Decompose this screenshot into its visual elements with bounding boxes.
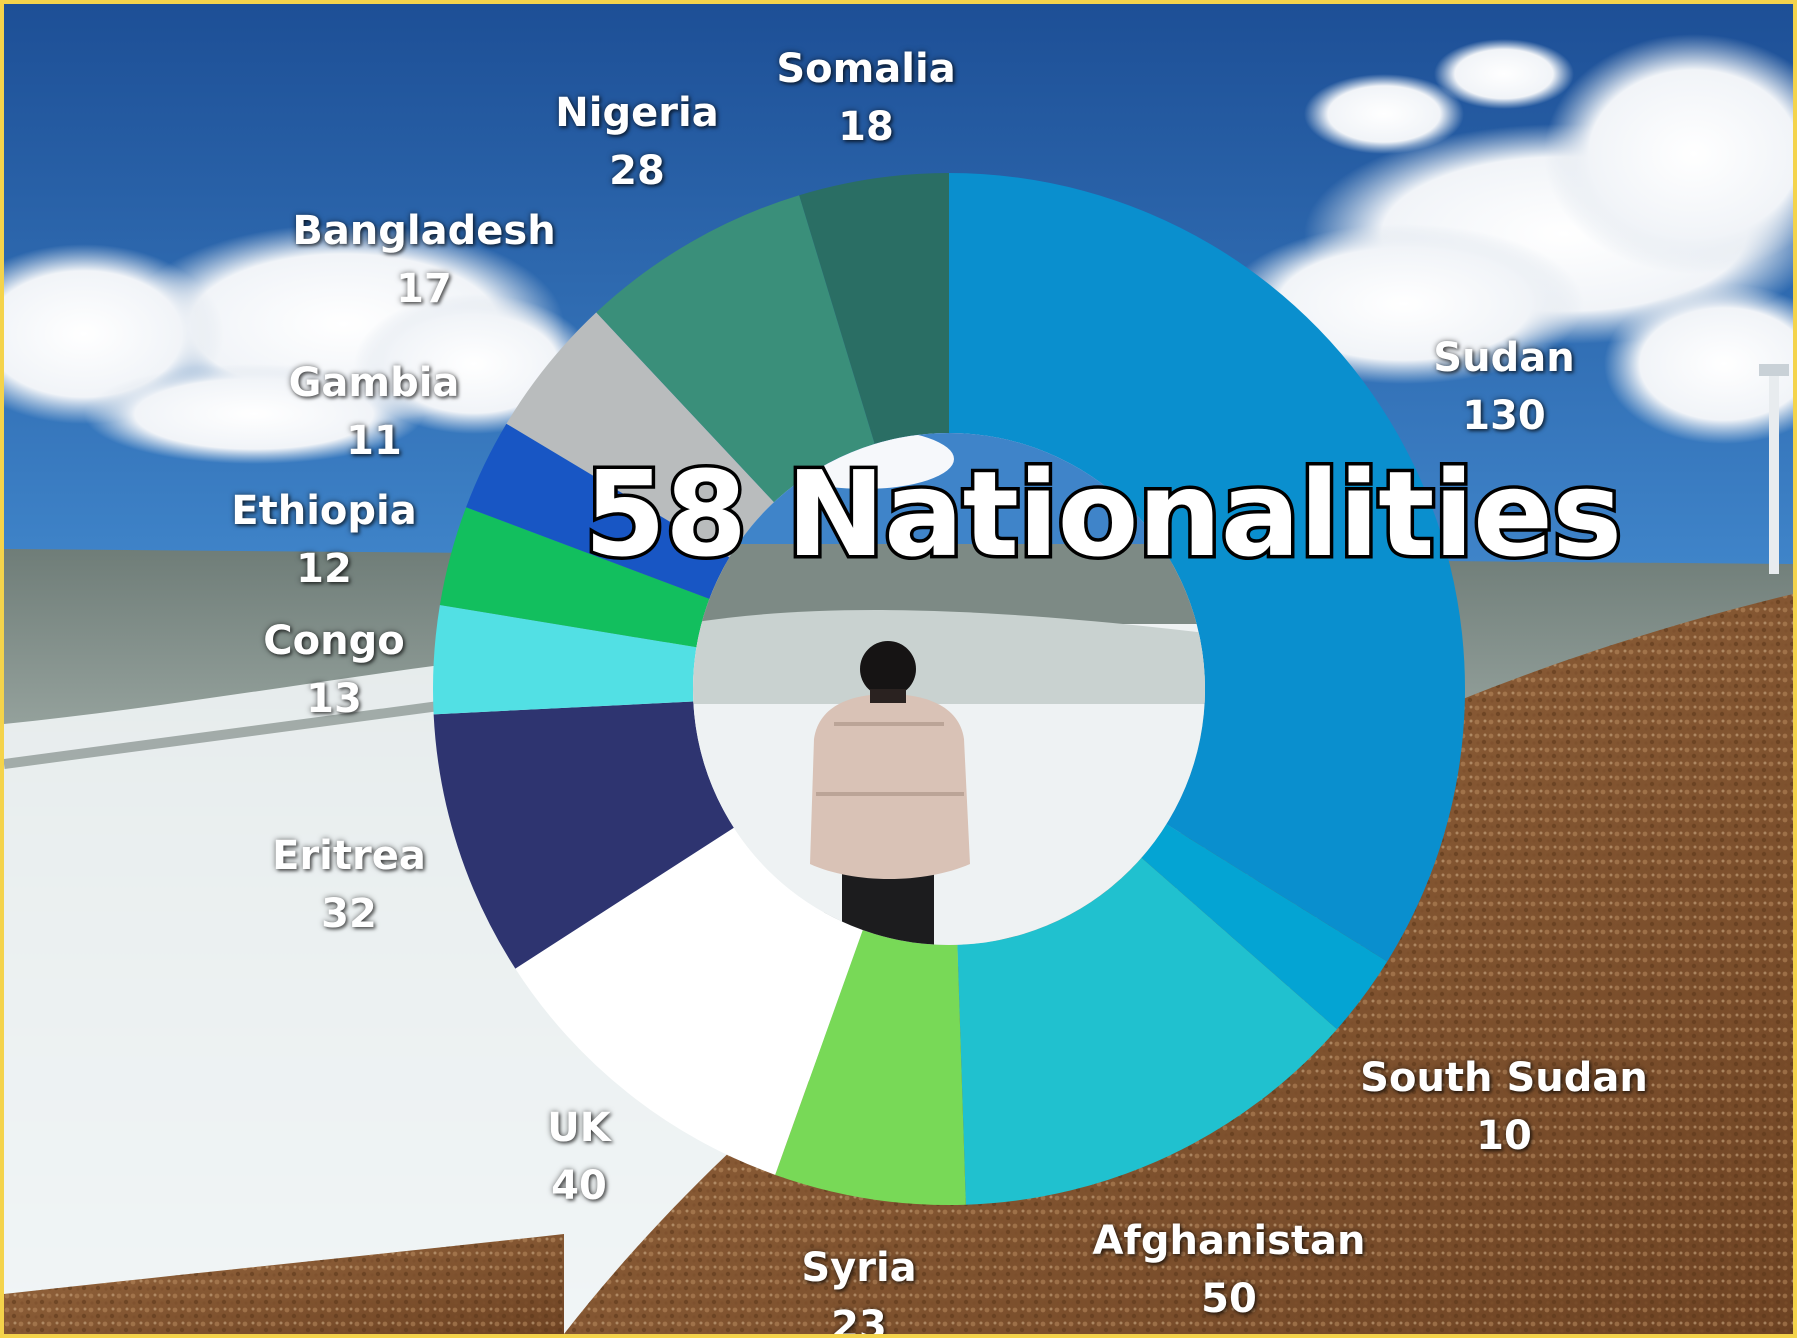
label-name: UK bbox=[547, 1105, 611, 1151]
label-uk: UK 40 bbox=[547, 1099, 610, 1215]
label-value: 17 bbox=[396, 266, 452, 312]
label-value: 28 bbox=[609, 148, 665, 194]
slice-uk bbox=[515, 827, 863, 1175]
label-value: 13 bbox=[306, 676, 362, 722]
label-value: 23 bbox=[831, 1303, 887, 1334]
donut-chart bbox=[433, 173, 1465, 1206]
label-afghanistan: Afghanistan 50 bbox=[1092, 1212, 1365, 1328]
label-value: 130 bbox=[1462, 393, 1546, 439]
slice-south-sudan bbox=[1141, 824, 1388, 1030]
label-name: Nigeria bbox=[555, 90, 719, 136]
label-syria: Syria 23 bbox=[801, 1239, 916, 1334]
label-value: 18 bbox=[838, 104, 894, 150]
clouds bbox=[4, 34, 1793, 464]
person-figure bbox=[810, 641, 970, 945]
label-name: Gambia bbox=[288, 360, 460, 406]
slice-syria bbox=[775, 930, 966, 1206]
center-photo bbox=[693, 433, 1205, 945]
label-gambia: Gambia 11 bbox=[289, 354, 460, 470]
label-name: Eritrea bbox=[272, 833, 426, 879]
label-value: 12 bbox=[296, 546, 352, 592]
label-value: 11 bbox=[346, 418, 402, 464]
label-value: 50 bbox=[1201, 1276, 1257, 1322]
label-somalia: Somalia 18 bbox=[776, 40, 955, 156]
slice-nigeria bbox=[596, 195, 875, 503]
label-bangladesh: Bangladesh 17 bbox=[292, 202, 555, 318]
label-name: Afghanistan bbox=[1092, 1218, 1366, 1264]
label-name: Congo bbox=[263, 618, 405, 664]
pier-tower bbox=[1759, 364, 1789, 574]
label-value: 32 bbox=[321, 891, 377, 937]
label-eritrea: Eritrea 32 bbox=[272, 827, 426, 943]
label-ethiopia: Ethiopia 12 bbox=[231, 482, 416, 598]
label-value: 10 bbox=[1476, 1113, 1532, 1159]
label-name: Sudan bbox=[1433, 335, 1575, 381]
label-south-sudan: South Sudan 10 bbox=[1360, 1049, 1648, 1165]
slice-sudan bbox=[949, 173, 1465, 962]
slice-ethiopia bbox=[439, 507, 710, 648]
label-name: Somalia bbox=[776, 46, 956, 92]
label-name: Ethiopia bbox=[231, 488, 417, 534]
slice-eritrea bbox=[433, 701, 734, 969]
label-value: 40 bbox=[551, 1163, 607, 1209]
label-nigeria: Nigeria 28 bbox=[555, 84, 718, 200]
slice-bangladesh bbox=[506, 312, 775, 558]
donut-slices bbox=[433, 173, 1465, 1206]
headline-title: 58 Nationalities bbox=[580, 442, 1625, 587]
label-congo: Congo 13 bbox=[263, 612, 404, 728]
slice-afghanistan bbox=[957, 857, 1337, 1205]
slice-somalia bbox=[799, 173, 949, 445]
slice-congo bbox=[433, 604, 697, 715]
label-name: South Sudan bbox=[1360, 1055, 1648, 1101]
slice-gambia bbox=[466, 423, 730, 599]
label-name: Bangladesh bbox=[292, 208, 556, 254]
label-sudan: Sudan 130 bbox=[1433, 329, 1574, 445]
label-name: Syria bbox=[801, 1245, 917, 1291]
